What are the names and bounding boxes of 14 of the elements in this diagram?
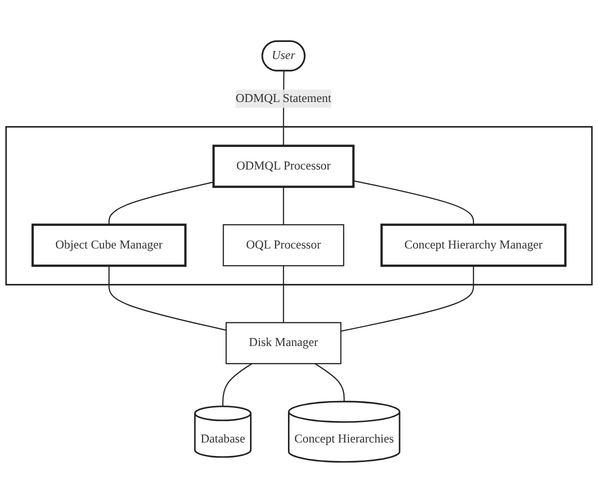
node-box [212, 144, 355, 188]
node-box [380, 223, 566, 266]
node-box [32, 223, 187, 266]
connector [353, 180, 474, 224]
connector [108, 265, 226, 330]
connector [282, 265, 284, 322]
connector [108, 181, 214, 224]
cluster [5, 126, 593, 285]
node-box [222, 224, 344, 266]
node-box [226, 322, 342, 364]
connector [282, 186, 284, 224]
connector [314, 362, 345, 402]
connector [222, 362, 252, 406]
connector [340, 265, 474, 332]
